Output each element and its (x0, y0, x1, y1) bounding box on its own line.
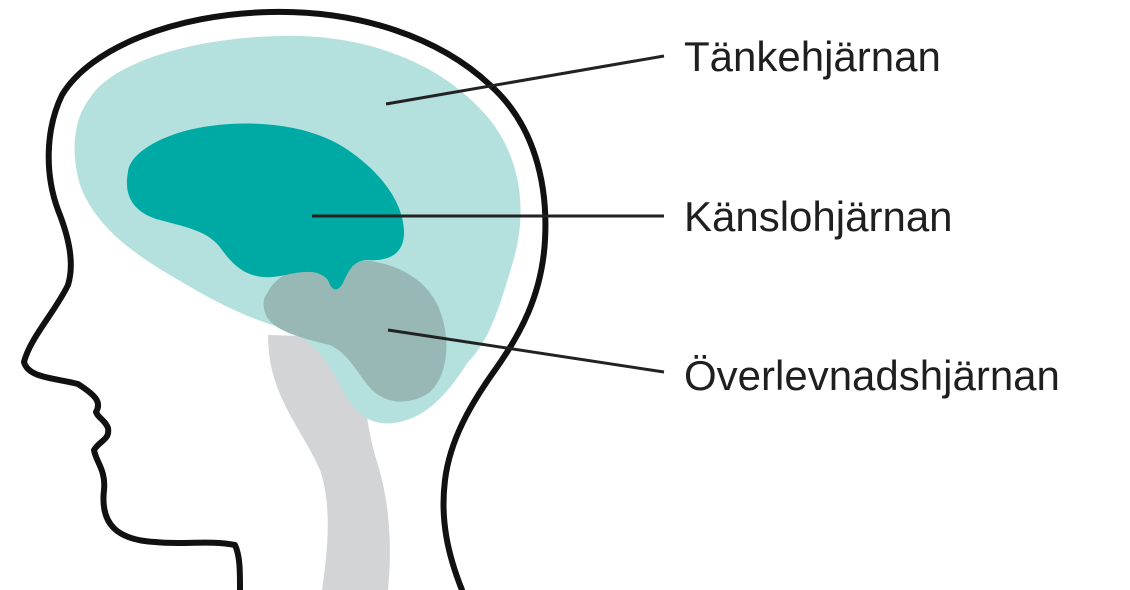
label-survival-brain: Överlevnadshjärnan (684, 355, 1060, 397)
label-thinking-brain: Tänkehjärnan (684, 36, 941, 78)
label-emotional-brain: Känslohjärnan (684, 196, 953, 238)
